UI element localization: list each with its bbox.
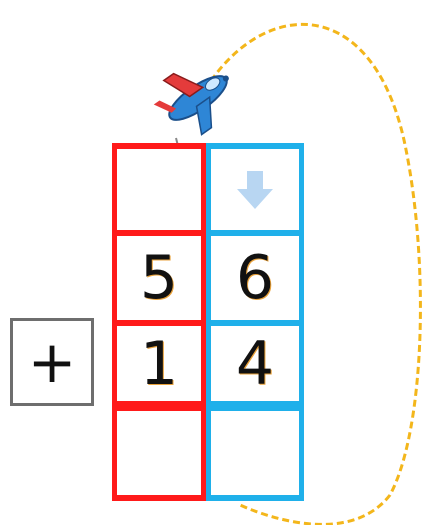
tens-second-addend-cell: 1 xyxy=(112,323,206,411)
tens-carry-cell[interactable] xyxy=(112,143,206,233)
ones-second-addend-cell: 4 xyxy=(206,323,304,411)
down-arrow-icon xyxy=(233,167,277,213)
ones-first-addend-digit: 6 xyxy=(236,248,274,308)
tens-first-addend-cell: 5 xyxy=(112,233,206,323)
operator-symbol: + xyxy=(28,333,77,391)
ones-result-cell[interactable] xyxy=(206,411,304,501)
tens-second-addend-digit: 1 xyxy=(140,334,178,394)
tens-first-addend-digit: 5 xyxy=(140,248,178,308)
ones-first-addend-cell: 6 xyxy=(206,233,304,323)
ones-carry-cell[interactable] xyxy=(206,143,304,233)
ones-second-addend-digit: 4 xyxy=(236,334,274,394)
operator-box: + xyxy=(10,318,94,406)
tens-result-cell[interactable] xyxy=(112,411,206,501)
